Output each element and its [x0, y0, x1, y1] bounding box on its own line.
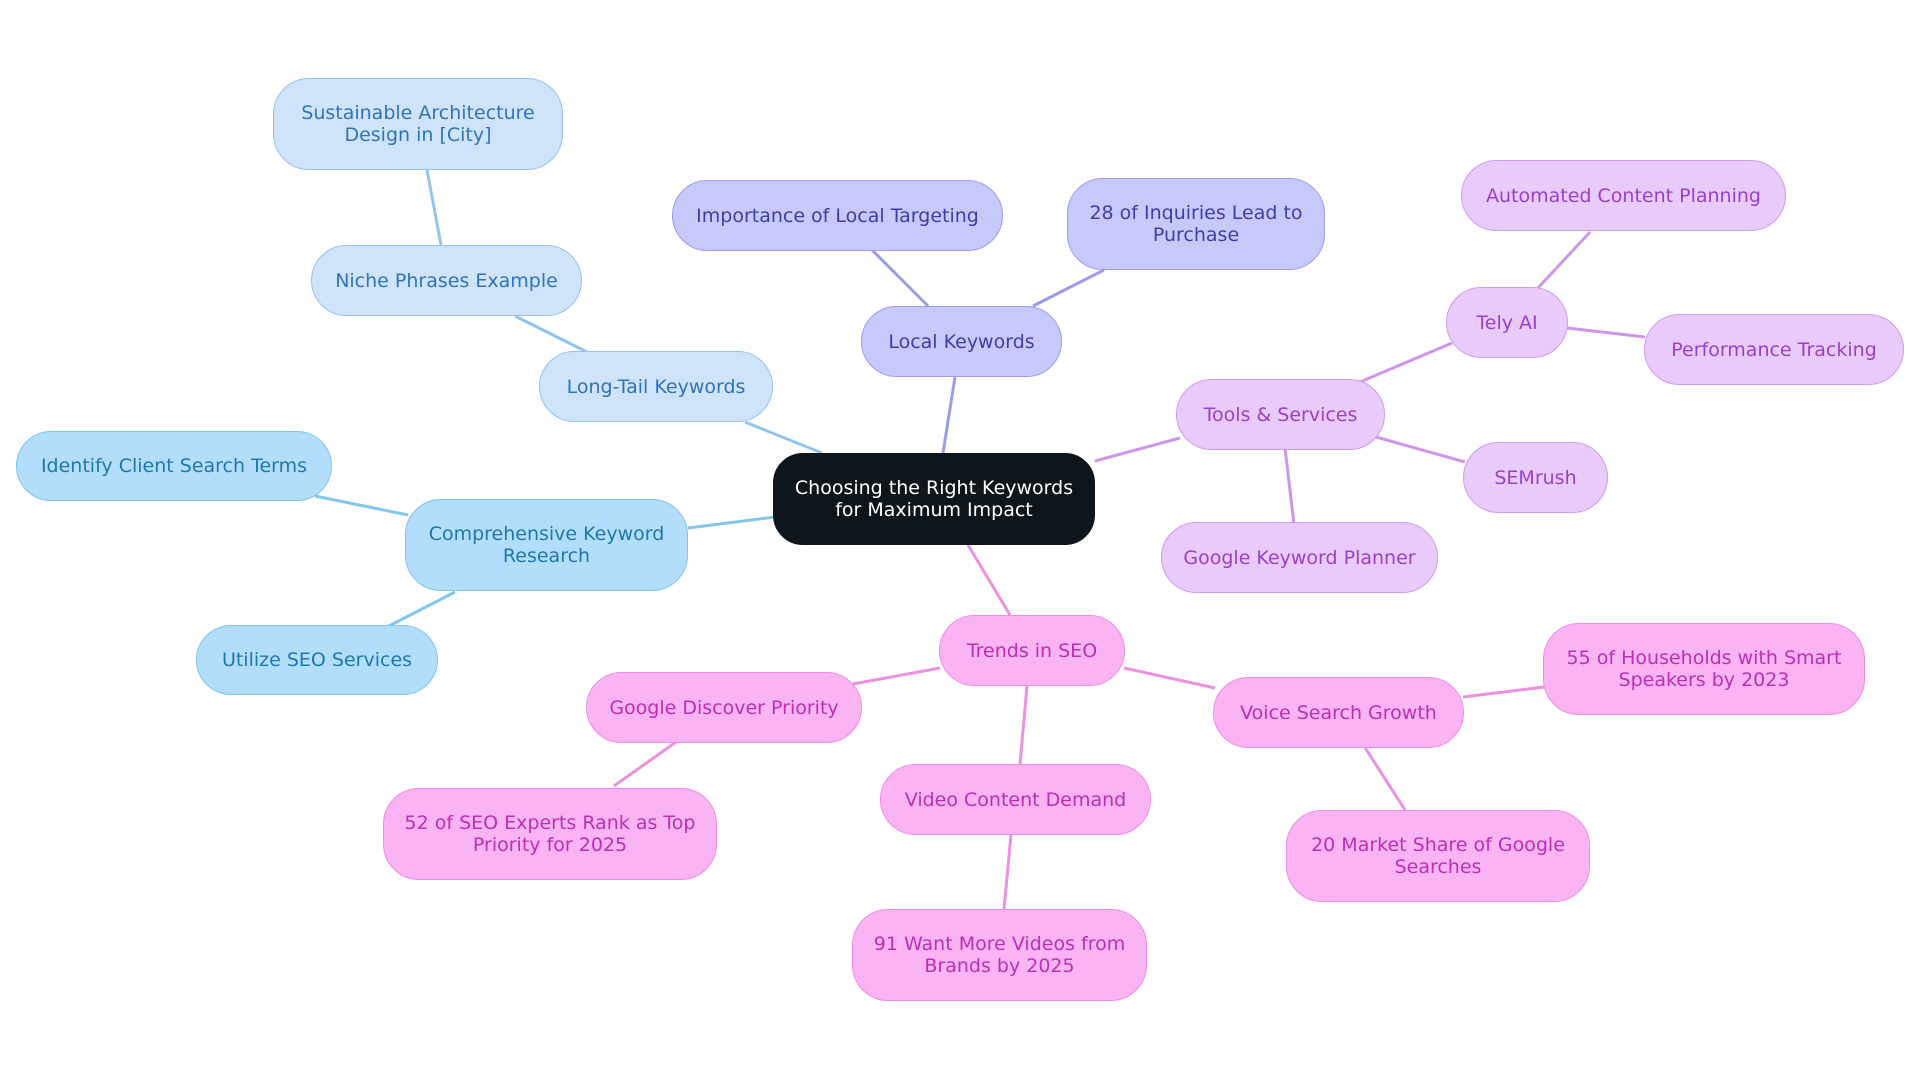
node-automated-content-planning[interactable]: Automated Content Planning	[1461, 160, 1786, 231]
edge-root-local	[941, 376, 957, 454]
edge-trends-discover	[852, 666, 941, 686]
node-local-keywords[interactable]: Local Keywords	[861, 306, 1062, 377]
node-video-content-demand[interactable]: Video Content Demand	[880, 764, 1151, 835]
node-tely-ai[interactable]: Tely AI	[1446, 287, 1568, 358]
node-semrush[interactable]: SEMrush	[1463, 442, 1608, 513]
edge-tely-acp	[1536, 230, 1592, 290]
node-inquiries-lead-to-purchase[interactable]: 28 of Inquiries Lead to Purchase	[1067, 178, 1325, 270]
node-smart-speakers-stat[interactable]: 55 of Households with Smart Speakers by …	[1543, 623, 1865, 715]
edge-voice-stat1	[1462, 685, 1545, 699]
edge-root-tools	[1094, 436, 1181, 463]
edge-root-research	[687, 515, 776, 530]
node-google-discover-priority[interactable]: Google Discover Priority	[586, 672, 862, 743]
node-google-share-stat[interactable]: 20 Market Share of Google Searches	[1286, 810, 1590, 902]
node-identify-client-search-terms[interactable]: Identify Client Search Terms	[16, 431, 332, 501]
node-niche-phrases-example[interactable]: Niche Phrases Example	[311, 245, 582, 316]
node-comprehensive-keyword-research[interactable]: Comprehensive Keyword Research	[405, 499, 688, 591]
edge-video-stat	[1002, 834, 1013, 910]
edge-research-identify	[314, 494, 409, 517]
node-tools-and-services[interactable]: Tools & Services	[1176, 379, 1385, 450]
edge-tools-semrush	[1375, 435, 1466, 464]
edge-tools-gkp	[1283, 447, 1296, 525]
node-importance-of-local-targeting[interactable]: Importance of Local Targeting	[672, 180, 1003, 251]
edge-discover-stat	[613, 740, 677, 788]
node-google-keyword-planner[interactable]: Google Keyword Planner	[1161, 522, 1438, 593]
edge-trends-voice	[1123, 666, 1216, 690]
edge-local-importance	[870, 248, 930, 308]
node-long-tail-keywords[interactable]: Long-Tail Keywords	[539, 351, 773, 422]
edge-niche-example	[425, 169, 443, 246]
node-trends-in-seo[interactable]: Trends in SEO	[939, 615, 1125, 686]
node-sustainable-architecture-example[interactable]: Sustainable Architecture Design in [City…	[273, 78, 563, 170]
edge-root-longtail	[744, 420, 823, 455]
edge-root-trends	[966, 544, 1012, 616]
edge-research-utilize	[386, 590, 456, 629]
edge-local-inquiries	[1032, 268, 1105, 308]
node-discover-stat[interactable]: 52 of SEO Experts Rank as Top Priority f…	[383, 788, 717, 880]
edge-voice-stat2	[1362, 745, 1407, 811]
edge-longtail-niche	[514, 314, 588, 354]
edge-tools-tely	[1359, 341, 1453, 384]
root-node[interactable]: Choosing the Right Keywords for Maximum …	[773, 453, 1095, 545]
node-voice-search-growth[interactable]: Voice Search Growth	[1213, 677, 1464, 748]
edge-tely-perf	[1566, 326, 1646, 339]
node-performance-tracking[interactable]: Performance Tracking	[1644, 314, 1904, 385]
node-video-stat[interactable]: 91 Want More Videos from Brands by 2025	[852, 909, 1147, 1001]
node-utilize-seo-services[interactable]: Utilize SEO Services	[196, 625, 438, 695]
edge-trends-video	[1018, 685, 1029, 765]
